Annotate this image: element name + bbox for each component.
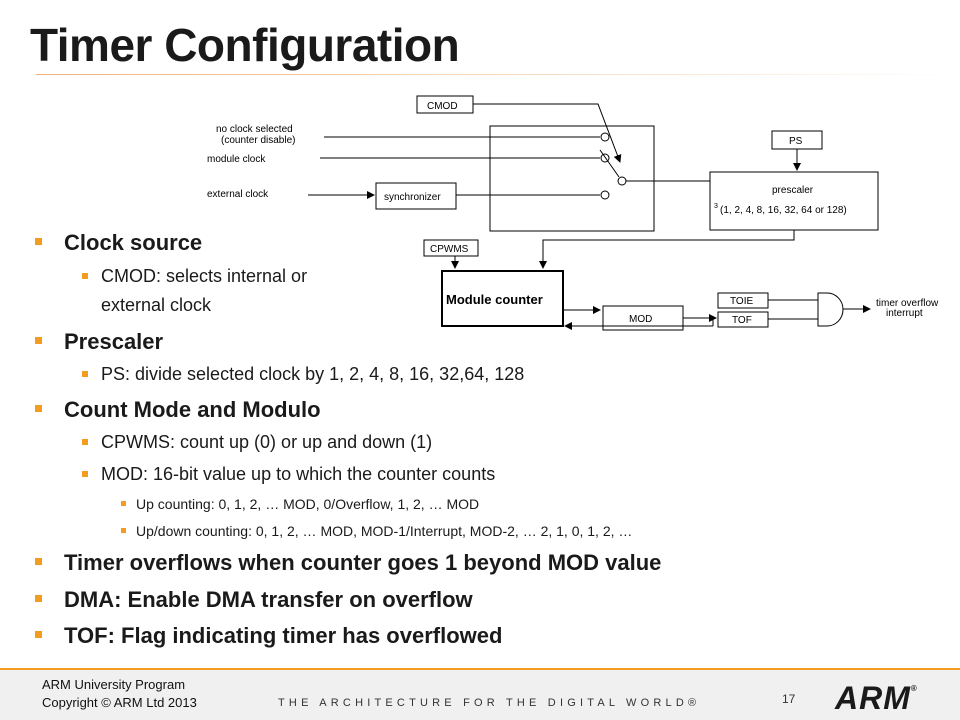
timer-overflow-label: timer overflow xyxy=(876,298,939,309)
counter-disable-label: (counter disable) xyxy=(221,135,295,146)
bullet-count-mode: Count Mode and Modulo xyxy=(35,397,321,423)
bullet-marker xyxy=(35,238,42,245)
prescaler-label: prescaler xyxy=(772,185,814,196)
synchronizer-box xyxy=(375,182,457,210)
and-gate-symbol xyxy=(817,292,844,327)
clock-select-box xyxy=(489,125,655,232)
cpwms-box xyxy=(423,239,479,257)
bullet-cpwms: CPWMS: count up (0) or up and down (1) xyxy=(82,432,432,453)
footer-divider xyxy=(0,668,960,670)
bullet-list: Clock source CMOD: selects internal or e… xyxy=(35,230,661,649)
bullet-up-counting: Up counting: 0, 1, 2, … MOD, 0/Overflow,… xyxy=(121,496,479,512)
tof-label: TOF xyxy=(732,315,752,326)
bullet-marker xyxy=(82,471,88,477)
footer-credits: ARM University Program Copyright © ARM L… xyxy=(42,676,197,712)
program-name: ARM University Program xyxy=(42,677,186,692)
prescaler-values: (1, 2, 4, 8, 16, 32, 64 or 128) xyxy=(720,205,847,216)
title-divider xyxy=(36,74,960,75)
bullet-marker xyxy=(35,558,42,565)
bullet-mod: MOD: 16-bit value up to which the counte… xyxy=(82,464,495,485)
bullet-marker xyxy=(121,501,126,506)
slide-title: Timer Configuration xyxy=(30,19,460,71)
prescaler-to-counter-line xyxy=(539,230,795,269)
footer-bar xyxy=(0,670,960,720)
bullet-cmod-continued: external clock xyxy=(101,295,212,315)
cmod-line xyxy=(473,103,622,163)
bullet-dma: DMA: Enable DMA transfer on overflow xyxy=(35,587,473,613)
prescaler-superscript: 3 xyxy=(714,203,718,210)
synchronizer-label: synchronizer xyxy=(384,192,441,203)
cpwms-label: CPWMS xyxy=(430,244,469,255)
bullet-cmod: CMOD: selects internal or xyxy=(82,266,307,287)
bullet-ps: PS: divide selected clock by 1, 2, 4, 8,… xyxy=(82,364,524,385)
bullet-marker xyxy=(82,439,88,445)
bullet-marker xyxy=(35,595,42,602)
no-clock-label: no clock selected xyxy=(216,124,293,135)
switch-contact-1 xyxy=(600,132,610,142)
mod-label: MOD xyxy=(629,314,652,325)
bullet-marker xyxy=(82,371,88,377)
bullet-prescaler: Prescaler xyxy=(35,329,163,355)
bullet-tof: TOF: Flag indicating timer has overflowe… xyxy=(35,623,502,649)
arm-logo: ARM® xyxy=(835,680,918,716)
interrupt-label: interrupt xyxy=(886,308,923,319)
module-clock-label: module clock xyxy=(207,154,266,165)
switch-arm xyxy=(599,149,620,178)
toie-label: TOIE xyxy=(730,296,753,307)
external-clock-label: external clock xyxy=(207,189,269,200)
copyright-text: Copyright © ARM Ltd 2013 xyxy=(42,695,197,710)
cmod-label: CMOD xyxy=(427,101,458,112)
bullet-marker xyxy=(35,405,42,412)
footer-tagline: THE ARCHITECTURE FOR THE DIGITAL WORLD® xyxy=(278,697,701,709)
module-counter-box xyxy=(441,270,564,327)
bullet-overflow: Timer overflows when counter goes 1 beyo… xyxy=(35,550,661,576)
bullet-marker xyxy=(82,273,88,279)
bullet-updown-counting: Up/down counting: 0, 1, 2, … MOD, MOD-1/… xyxy=(121,523,632,539)
bullet-marker xyxy=(35,337,42,344)
module-counter-label: Module counter xyxy=(446,292,543,307)
ps-label: PS xyxy=(789,136,803,147)
bullet-marker xyxy=(35,631,42,638)
bullet-marker xyxy=(121,528,126,533)
page-number: 17 xyxy=(782,692,796,706)
switch-contact-3 xyxy=(600,190,610,200)
bullet-clock-source: Clock source xyxy=(35,230,202,256)
